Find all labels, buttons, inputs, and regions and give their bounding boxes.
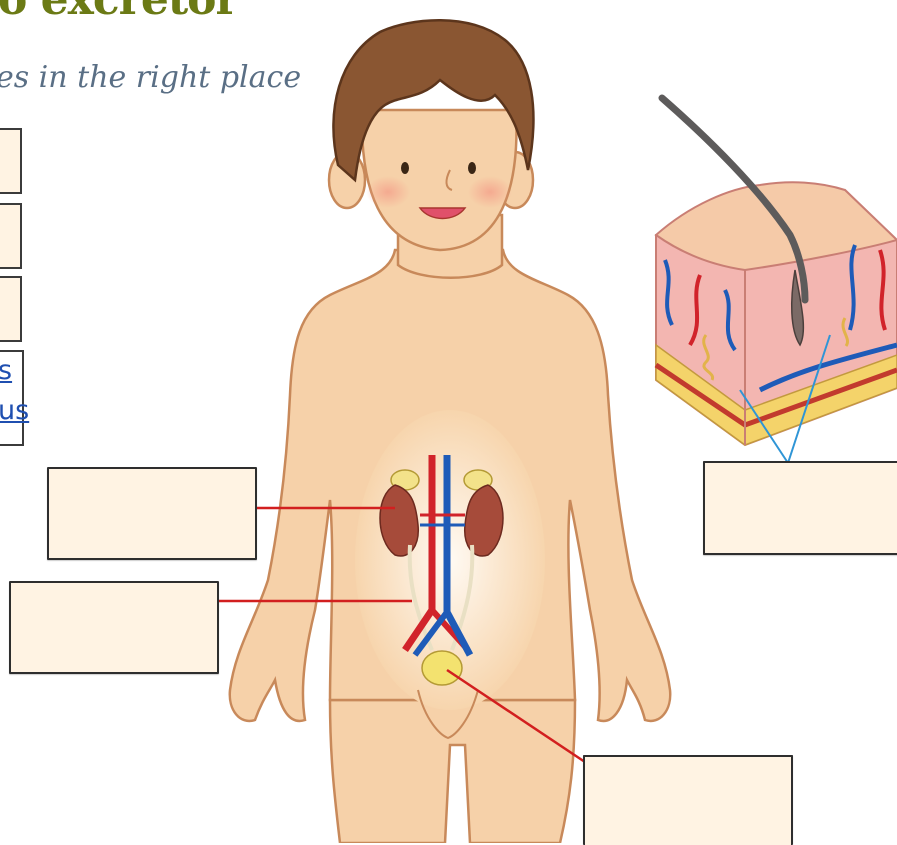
skin-cross-section [656, 98, 897, 445]
label-box-bladder[interactable] [583, 755, 793, 845]
label-box-kidney[interactable] [47, 467, 257, 560]
label-box-ureter[interactable] [9, 581, 219, 674]
label-box-sweat-glands[interactable] [703, 461, 897, 555]
